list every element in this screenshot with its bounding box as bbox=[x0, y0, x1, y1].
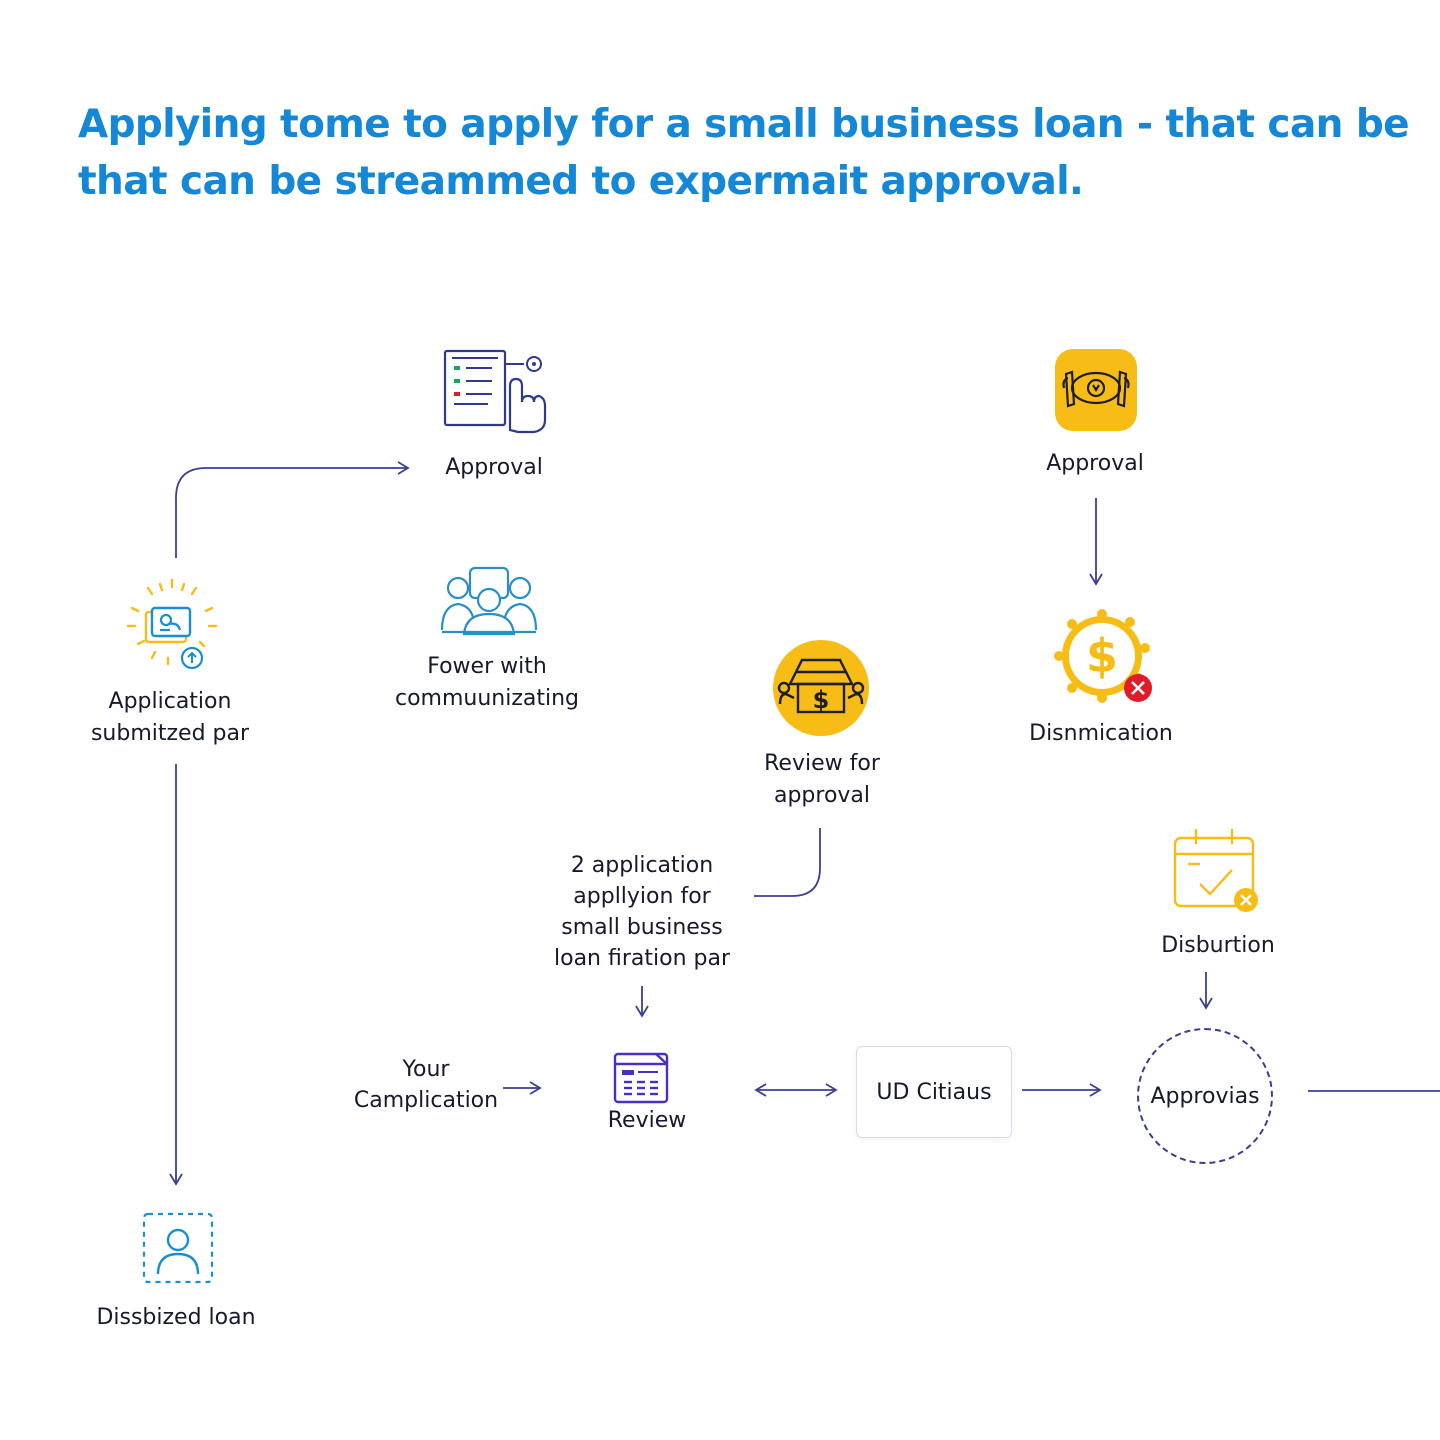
two-application-line-3: small business bbox=[561, 915, 723, 940]
user-frame-icon bbox=[138, 1204, 218, 1294]
approval-top-label: Approval bbox=[445, 455, 543, 480]
checklist-hand-icon bbox=[438, 346, 550, 440]
handshake-money-icon bbox=[1054, 348, 1138, 436]
your-application-line-2: Camplication bbox=[353, 1088, 499, 1113]
svg-text:$: $ bbox=[1086, 629, 1118, 683]
calendar-check-reject-icon bbox=[1170, 826, 1264, 920]
diagram-title: Applying tome to apply for a small busin… bbox=[78, 96, 1410, 210]
approval-right-label: Approval bbox=[1046, 451, 1144, 476]
two-application-label: 2 application appllyion for small busine… bbox=[554, 850, 730, 974]
title-line-1: Applying tome to apply for a small busin… bbox=[78, 102, 1410, 147]
review-for-approval-line-1: Review for bbox=[764, 751, 880, 776]
disburtion-label: Disburtion bbox=[1161, 933, 1275, 958]
disbized-loan-label: Dissbized loan bbox=[96, 1305, 256, 1330]
two-application-line-4: loan firation par bbox=[554, 946, 730, 971]
application-label-line-2: submitzed par bbox=[90, 721, 250, 746]
ud-citiaus-label: UD Citiaus bbox=[876, 1079, 992, 1105]
your-application-line-1: Your bbox=[402, 1057, 450, 1082]
application-label-line-1: Application bbox=[108, 689, 232, 714]
svg-text:$: $ bbox=[813, 686, 830, 714]
calendar-doc-icon bbox=[612, 1048, 672, 1110]
money-box-icon: $ bbox=[772, 640, 870, 742]
review-for-approval-label: Review for approval bbox=[764, 748, 880, 812]
fower-label-line-2: commuunizating bbox=[394, 686, 580, 711]
review-label: Review bbox=[607, 1108, 687, 1133]
title-line-2: that can be streammed to expermait appro… bbox=[78, 159, 1084, 204]
ud-citiaus-box[interactable]: UD Citiaus bbox=[856, 1046, 1012, 1138]
dollar-gear-reject-icon: $ bbox=[1052, 608, 1156, 712]
fower-label: Fower with commuunizating bbox=[395, 651, 579, 715]
disnmication-label: Disnmication bbox=[1029, 721, 1173, 746]
connector-application-to-approval bbox=[175, 461, 410, 558]
review-for-approval-line-2: approval bbox=[773, 783, 871, 808]
team-group-icon bbox=[440, 564, 538, 640]
two-application-line-1: 2 application bbox=[570, 853, 714, 878]
approvias-label: Approvias bbox=[1150, 1083, 1260, 1109]
your-application-label: Your Camplication bbox=[354, 1054, 498, 1116]
document-sparkle-icon bbox=[122, 578, 222, 678]
fower-label-line-1: Fower with bbox=[427, 654, 547, 679]
connector-review-approval-to-application bbox=[754, 828, 821, 897]
two-application-line-2: appllyion for bbox=[573, 884, 711, 909]
approvias-node[interactable]: Approvias bbox=[1137, 1028, 1273, 1164]
application-label: Application submitzed par bbox=[91, 686, 249, 750]
